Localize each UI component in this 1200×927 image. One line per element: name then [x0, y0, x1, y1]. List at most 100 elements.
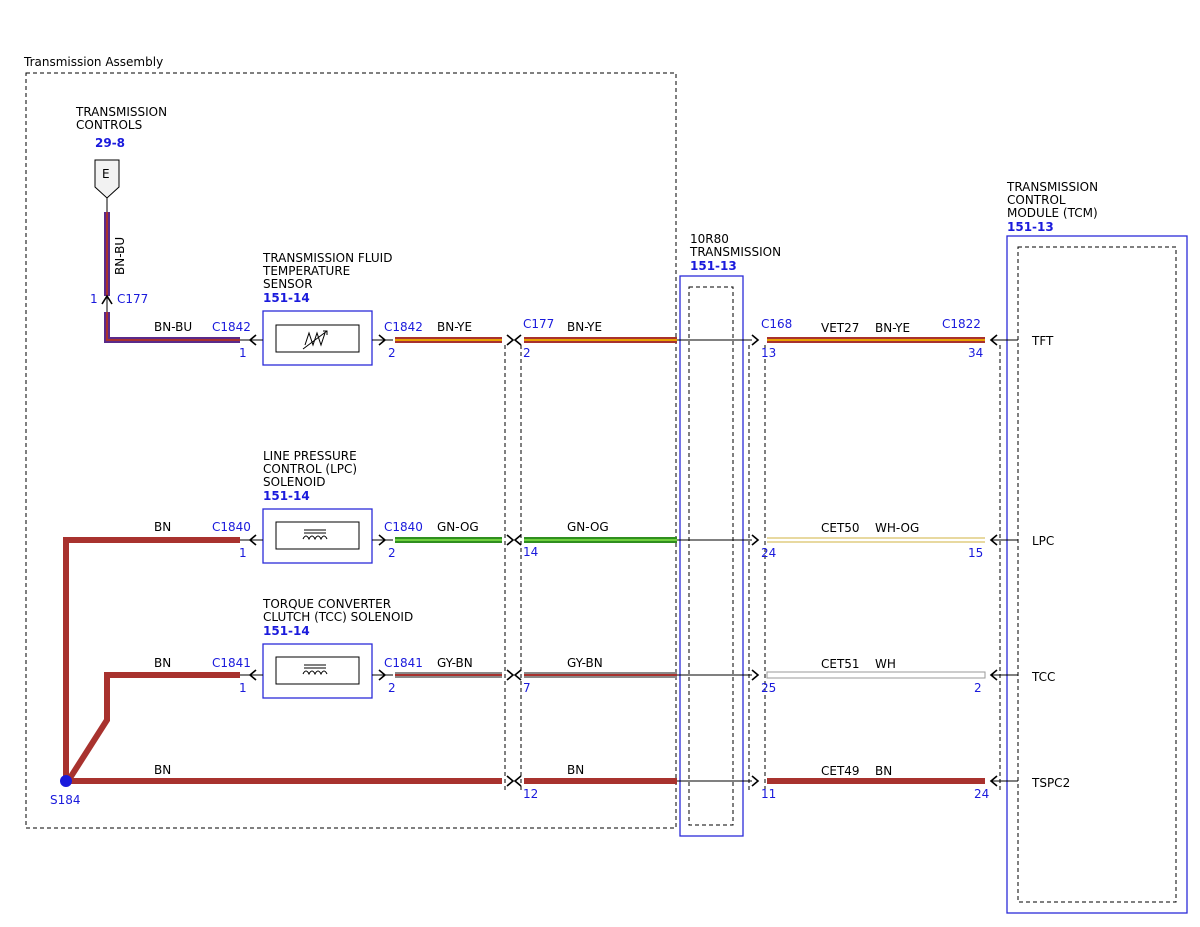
lpc-solenoid-element: [275, 521, 360, 550]
c1840-right-pin: 2: [388, 546, 396, 560]
wire-label-bn-tcc: BN: [154, 656, 171, 670]
lpc-label-1: LINE PRESSURE: [263, 449, 357, 463]
lpc-coil-icon: [302, 529, 328, 541]
trans-controls-tag: E: [102, 167, 110, 181]
wire-label-gn-og-a: GN-OG: [437, 520, 479, 534]
c177-pin-1: 1: [90, 292, 98, 306]
trans-10r80-ref[interactable]: 151-13: [690, 259, 737, 273]
c1822-pin-tspc2: 24: [974, 787, 989, 801]
c168-lpc-arrow-icon: [751, 534, 760, 546]
wire-label-bn-bu-vertical: BN-BU: [113, 237, 127, 275]
wire-label-bn-ye-c: BN-YE: [875, 321, 910, 335]
lpc-solenoid-box[interactable]: [262, 508, 373, 564]
wire-label-wh-og: WH-OG: [875, 521, 919, 535]
tcm-box[interactable]: [1006, 235, 1188, 914]
c1841-right-pin: 2: [388, 681, 396, 695]
tcm-label-3: MODULE (TCM): [1007, 206, 1098, 220]
tcm-ref[interactable]: 151-13: [1007, 220, 1054, 234]
wire-label-bn-tspc2-mid: BN: [567, 763, 584, 777]
tcc-ref[interactable]: 151-14: [263, 624, 310, 638]
lpc-label-2: CONTROL (LPC): [263, 462, 357, 476]
trans-10r80-inner: [688, 286, 734, 826]
splice-s184-label: S184: [50, 793, 81, 807]
c168-tcc-arrow-icon: [751, 669, 760, 681]
tcc-solenoid-element: [275, 656, 360, 685]
circuit-row-tft: C1842 1 C1842 2 BN-YE C177 2 BN-YE C168 …: [212, 317, 1054, 360]
circuit-cet51: CET51: [821, 657, 860, 671]
c168-pin-lpc: 24: [761, 546, 776, 560]
tcc-coil-icon: [302, 664, 328, 676]
splice-s184-dot-icon: [60, 775, 72, 787]
tcc-label-2: CLUTCH (TCC) SOLENOID: [263, 610, 413, 624]
c1842-left-pin: 1: [239, 346, 247, 360]
tcc-solenoid-box[interactable]: [262, 643, 373, 699]
tcc-label-1: TORQUE CONVERTER: [262, 597, 391, 611]
c168-tspc2-arrow-icon: [751, 775, 760, 787]
c168-tft-arrow-icon: [751, 334, 760, 346]
c1840-left-arrow-icon: [248, 534, 257, 546]
tft-sensor-label-2: TEMPERATURE: [262, 264, 350, 278]
circuit-cet49: CET49: [821, 764, 860, 778]
c1841-left-connector: C1841: [212, 656, 251, 670]
c177-tspc2-arrows-icon: [506, 775, 522, 787]
circuit-cet50: CET50: [821, 521, 860, 535]
circuit-row-tspc2: S184 BN 12 BN 1 1 CET49 BN 24 TSPC2: [50, 537, 1070, 807]
circuit-vet27: VET27: [821, 321, 859, 335]
wire-label-gn-og-b: GN-OG: [567, 520, 609, 534]
tft-sensor-box[interactable]: [262, 310, 373, 366]
signal-lpc: LPC: [1032, 534, 1054, 548]
lpc-ref[interactable]: 151-14: [263, 489, 310, 503]
c1841-right-arrow-icon: [378, 669, 387, 681]
tft-sensor-label-1: TRANSMISSION FLUID: [262, 251, 392, 265]
c1842-left-connector: C1842: [212, 320, 251, 334]
trans-controls-label-2: CONTROLS: [76, 118, 142, 132]
wire-label-bn-tspc2-right: BN: [875, 764, 892, 778]
c177-pin-tcc: 7: [523, 681, 531, 695]
c1840-left-connector: C1840: [212, 520, 251, 534]
wire-label-bn-lpc: BN: [154, 520, 171, 534]
trans-controls-tag-icon: [94, 159, 120, 199]
wire-label-bn-tspc2-left: BN: [154, 763, 171, 777]
c177-pin-tft: 2: [523, 346, 531, 360]
c168-connector: C168: [761, 317, 792, 331]
wire-label-bn-bu: BN-BU: [154, 320, 192, 334]
tft-sensor-label-3: SENSOR: [263, 277, 313, 291]
c177-connector: C177: [523, 317, 554, 331]
c177-tft-arrows-icon: [506, 334, 522, 346]
c1840-left-pin: 1: [239, 546, 247, 560]
tcm-label-2: CONTROL: [1007, 193, 1066, 207]
circuit-row-tcc: BN C1841 1 C1841 2 GY-BN 7 GY-BN 25 CET5…: [154, 656, 1055, 695]
transmission-assembly-boundary: [25, 72, 677, 829]
c177-upper-connector: C177: [117, 292, 148, 306]
wire-label-gy-bn-a: GY-BN: [437, 656, 473, 670]
trans-10r80-box[interactable]: [679, 275, 744, 837]
c1822-pin-tft: 34: [968, 346, 983, 360]
wire-label-bn-ye-b: BN-YE: [567, 320, 602, 334]
c177-lpc-arrows-icon: [506, 534, 522, 546]
signal-tft: TFT: [1031, 334, 1054, 348]
lpc-label-3: SOLENOID: [263, 475, 326, 489]
c1842-right-connector: C1842: [384, 320, 423, 334]
c1840-right-connector: C1840: [384, 520, 423, 534]
c1822-pin-tcc: 2: [974, 681, 982, 695]
c1841-left-arrow-icon: [248, 669, 257, 681]
c168-pin-tft: 13: [761, 346, 776, 360]
c177-pin-tspc2: 12: [523, 787, 538, 801]
c1842-right-pin: 2: [388, 346, 396, 360]
thermistor-icon: [302, 330, 328, 350]
wire-bn-splice-lpc: [63, 537, 240, 781]
c1841-right-connector: C1841: [384, 656, 423, 670]
trans-controls-label-1: TRANSMISSION: [75, 105, 167, 119]
c168-pin-tcc: 25: [761, 681, 776, 695]
signal-tspc2: TSPC2: [1031, 776, 1070, 790]
signal-tcc: TCC: [1031, 670, 1055, 684]
tcm-label-1: TRANSMISSION: [1006, 180, 1098, 194]
wire-label-gy-bn-b: GY-BN: [567, 656, 603, 670]
c1841-left-pin: 1: [239, 681, 247, 695]
trans-controls-ref[interactable]: 29-8: [95, 136, 125, 150]
tft-sensor-ref[interactable]: 151-14: [263, 291, 310, 305]
assembly-label: Transmission Assembly: [23, 55, 163, 69]
circuit-row-lpc: BN C1840 1 C1840 2 GN-OG 14 GN-OG 24 CET…: [154, 520, 1054, 560]
tcm-inner: [1017, 246, 1177, 903]
